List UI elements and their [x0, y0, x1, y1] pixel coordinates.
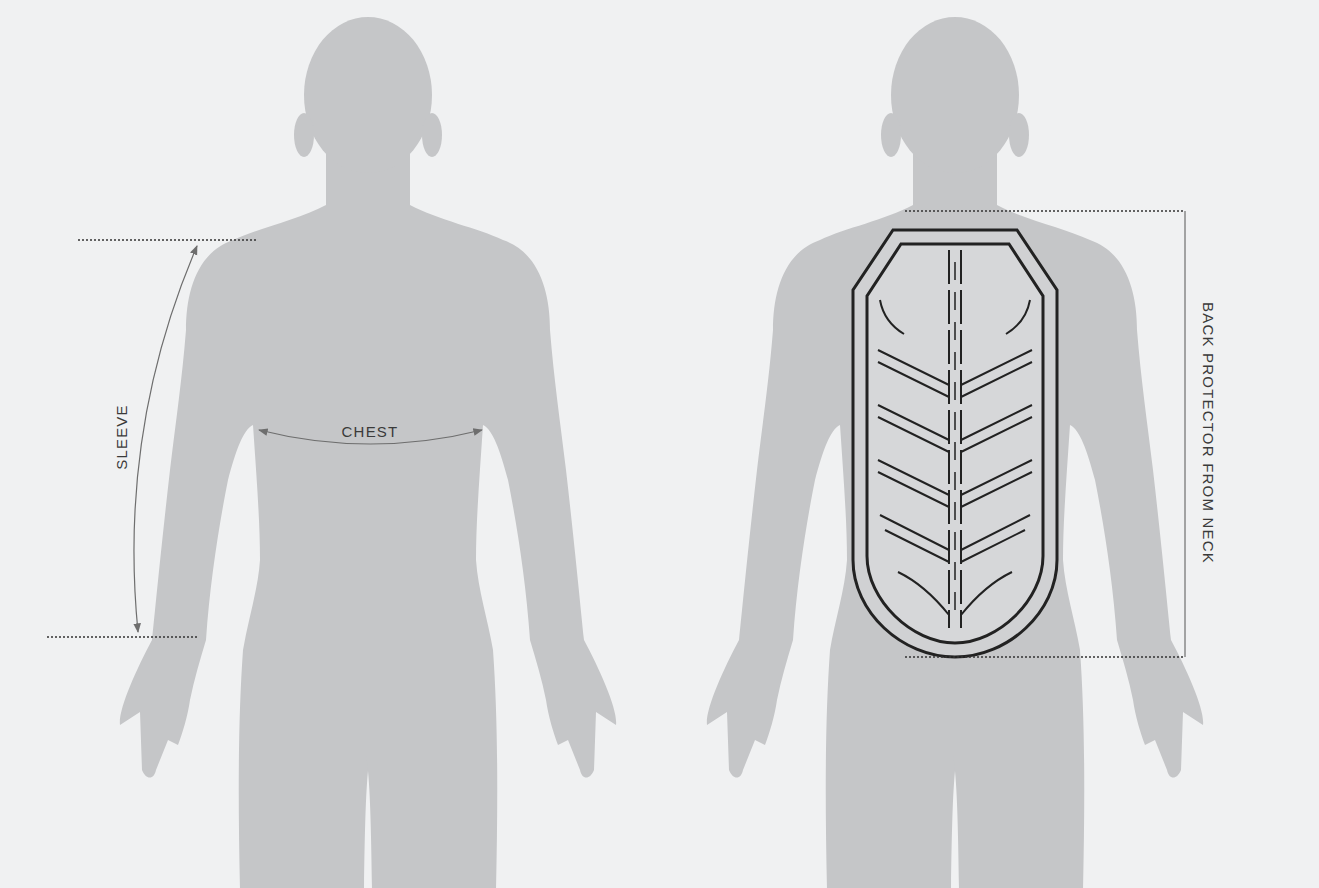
sleeve-measure — [47, 240, 256, 637]
protector-ribs — [878, 250, 1032, 628]
dimension-label: BACK PROTECTOR FROM NECK — [1201, 302, 1216, 564]
back-silhouette — [707, 17, 1203, 888]
back-protector — [853, 230, 1057, 657]
dimension-label: SLEEVE — [114, 404, 129, 470]
dimension-label: CHEST — [342, 424, 399, 439]
front-silhouette — [120, 17, 616, 888]
back-measure — [905, 211, 1185, 657]
